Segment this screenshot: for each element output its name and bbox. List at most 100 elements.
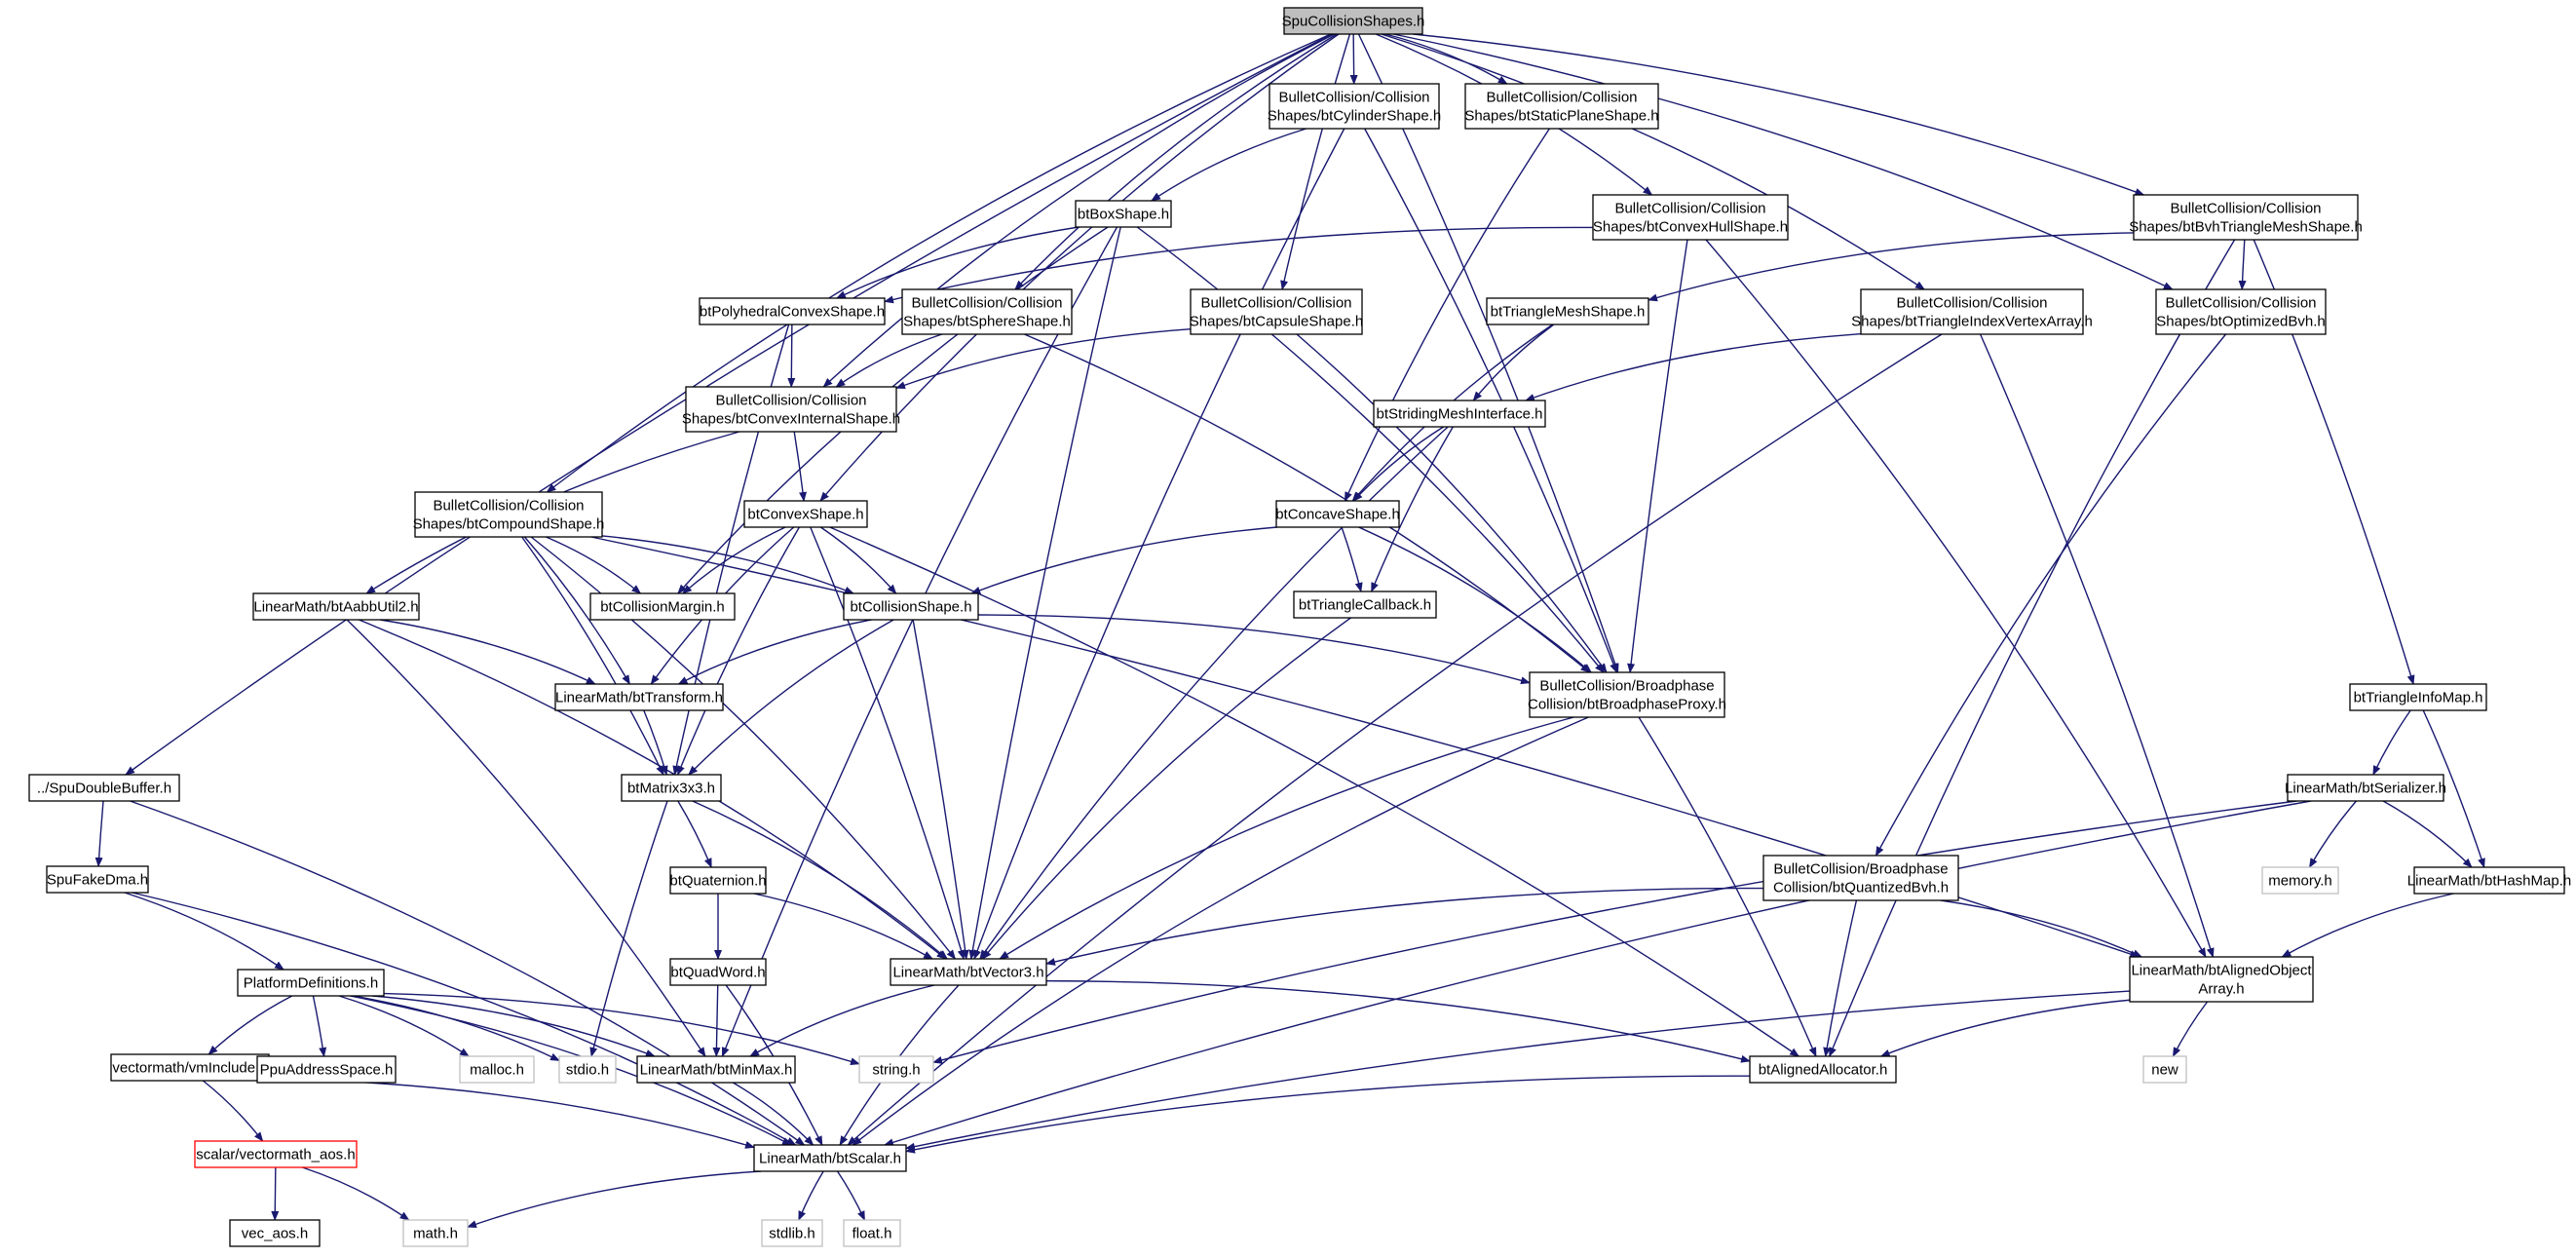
node-minmax[interactable]: LinearMath/btMinMax.h bbox=[636, 1055, 796, 1084]
edge-aabbutil-to-transform bbox=[380, 619, 596, 685]
node-box-quaternion bbox=[669, 866, 767, 895]
node-polyhedral[interactable]: btPolyhedralConvexShape.h bbox=[699, 297, 886, 325]
node-memory[interactable]: memory.h bbox=[2261, 866, 2339, 895]
edge-vector3-to-alignedalloc bbox=[1045, 979, 1751, 1063]
node-stdlib[interactable]: stdlib.h bbox=[761, 1219, 823, 1247]
node-label-vec_aos-0: vec_aos.h bbox=[242, 1226, 308, 1242]
node-concave[interactable]: btConcaveShape.h bbox=[1275, 500, 1400, 528]
node-spudb[interactable]: ../SpuDoubleBuffer.h bbox=[28, 774, 180, 802]
node-label-minmax-0: LinearMath/btMinMax.h bbox=[640, 1062, 793, 1079]
node-label-qbvh-0: BulletCollision/Broadphase bbox=[1773, 861, 1948, 878]
edge-polyhedral-to-matrix bbox=[672, 324, 790, 776]
node-platform[interactable]: PlatformDefinitions.h bbox=[237, 969, 385, 997]
node-float[interactable]: float.h bbox=[843, 1219, 901, 1247]
node-box-box bbox=[1075, 200, 1172, 228]
edge-capsule-to-bproxy bbox=[1296, 333, 1608, 673]
node-stdio[interactable]: stdio.h bbox=[558, 1055, 617, 1084]
node-label-sphere-1: Shapes/btSphereShape.h bbox=[903, 314, 1071, 330]
node-convexhull[interactable]: BulletCollision/CollisionShapes/btConvex… bbox=[1592, 194, 1789, 241]
node-staticplane[interactable]: BulletCollision/CollisionShapes/btStatic… bbox=[1464, 83, 1659, 130]
node-capsule[interactable]: BulletCollision/CollisionShapes/btCapsul… bbox=[1190, 288, 1363, 335]
node-label-alignedalloc-0: btAlignedAllocator.h bbox=[1759, 1062, 1888, 1079]
node-optbvh[interactable]: BulletCollision/CollisionShapes/btOptimi… bbox=[2155, 288, 2327, 335]
node-new[interactable]: new bbox=[2142, 1055, 2187, 1084]
node-trimesh[interactable]: btTriangleMeshShape.h bbox=[1486, 297, 1649, 325]
edge-root-to-trivertex bbox=[1381, 33, 1925, 290]
edge-trivertex-to-striding bbox=[1525, 332, 1862, 401]
edge-root-to-convexinternal bbox=[822, 33, 1335, 388]
node-spufakedma[interactable]: SpuFakeDma.h bbox=[46, 865, 149, 894]
edge-cylinder-to-vector3 bbox=[973, 128, 1345, 960]
node-aabbutil[interactable]: LinearMath/btAabbUtil2.h bbox=[252, 592, 420, 621]
edge-aabbutil-to-minmax bbox=[346, 619, 706, 1057]
node-ppuaddr[interactable]: PpuAddressSpace.h bbox=[256, 1055, 397, 1084]
node-tricallback[interactable]: btTriangleCallback.h bbox=[1293, 591, 1437, 619]
node-sphere[interactable]: BulletCollision/CollisionShapes/btSphere… bbox=[901, 288, 1073, 335]
edge-platform-to-stdio bbox=[352, 995, 560, 1062]
node-label-convexhull-1: Shapes/btConvexHullShape.h bbox=[1593, 219, 1788, 236]
edge-bproxy-to-alignedalloc bbox=[1638, 716, 1817, 1057]
edge-bvhtri-to-trimesh bbox=[1648, 232, 2135, 302]
node-label-new-0: new bbox=[2151, 1062, 2178, 1079]
node-label-ppuaddr-0: PpuAddressSpace.h bbox=[260, 1062, 394, 1079]
node-box-compound bbox=[414, 491, 603, 538]
node-label-box-0: btBoxShape.h bbox=[1078, 207, 1169, 223]
edge-matrix-to-quaternion bbox=[677, 800, 712, 868]
edge-convexhull-to-polyhedral bbox=[884, 226, 1594, 304]
node-quadword[interactable]: btQuadWord.h bbox=[669, 958, 767, 986]
node-vec_aos[interactable]: vec_aos.h bbox=[229, 1219, 321, 1247]
node-matrix[interactable]: btMatrix3x3.h bbox=[621, 774, 722, 802]
edge-spufakedma-to-platform bbox=[124, 892, 284, 971]
edge-platform-to-malloc bbox=[338, 995, 470, 1057]
node-box-polyhedral bbox=[699, 297, 886, 325]
node-label-serializer-0: LinearMath/btSerializer.h bbox=[2285, 781, 2446, 797]
node-serializer[interactable]: LinearMath/btSerializer.h bbox=[2285, 774, 2446, 802]
node-vmath[interactable]: vectormath/vmInclude.h bbox=[110, 1053, 270, 1082]
node-alignedalloc[interactable]: btAlignedAllocator.h bbox=[1749, 1055, 1897, 1084]
edge-convex-to-collshape bbox=[819, 526, 897, 594]
edge-matrix-to-vector3 bbox=[692, 800, 948, 960]
node-convex[interactable]: btConvexShape.h bbox=[743, 500, 868, 528]
node-striding[interactable]: btStridingMeshInterface.h bbox=[1373, 400, 1546, 428]
node-label-bvhtri-1: Shapes/btBvhTriangleMeshShape.h bbox=[2129, 219, 2363, 236]
node-convexinternal[interactable]: BulletCollision/CollisionShapes/btConvex… bbox=[682, 386, 900, 433]
node-compound[interactable]: BulletCollision/CollisionShapes/btCompou… bbox=[413, 491, 605, 538]
edge-root-to-convex bbox=[819, 33, 1340, 502]
edge-cylinder-to-box bbox=[1151, 128, 1307, 202]
node-box-spufakedma bbox=[46, 865, 149, 894]
node-label-trivertex-1: Shapes/btTriangleIndexVertexArray.h bbox=[1851, 314, 2093, 330]
node-box-trivertex bbox=[1860, 288, 2084, 335]
node-cylinder[interactable]: BulletCollision/CollisionShapes/btCylind… bbox=[1268, 83, 1441, 130]
node-bvhtri[interactable]: BulletCollision/CollisionShapes/btBvhTri… bbox=[2129, 194, 2363, 241]
node-label-hashmap-0: LinearMath/btHashMap.h bbox=[2407, 873, 2571, 890]
node-hashmap[interactable]: LinearMath/btHashMap.h bbox=[2407, 866, 2571, 895]
edge-root-to-optbvh bbox=[1393, 33, 2174, 290]
node-math[interactable]: math.h bbox=[402, 1219, 469, 1247]
node-box-collshape bbox=[843, 592, 979, 621]
edge-striding-to-vector3 bbox=[979, 426, 1449, 960]
node-margin[interactable]: btCollisionMargin.h bbox=[589, 592, 736, 621]
node-root[interactable]: SpuCollisionShapes.h bbox=[1282, 7, 1425, 35]
node-quaternion[interactable]: btQuaternion.h bbox=[669, 866, 767, 895]
node-box-convexhull bbox=[1592, 194, 1789, 241]
node-string[interactable]: string.h bbox=[858, 1055, 934, 1084]
node-collshape[interactable]: btCollisionShape.h bbox=[843, 592, 979, 621]
node-qbvh[interactable]: BulletCollision/BroadphaseCollision/btQu… bbox=[1762, 855, 1959, 901]
node-box-tricallback bbox=[1293, 591, 1437, 619]
node-box-minmax bbox=[636, 1055, 796, 1084]
node-transform[interactable]: LinearMath/btTransform.h bbox=[554, 683, 724, 711]
edge-bproxy-to-vector3 bbox=[999, 716, 1574, 960]
edge-vecaos-to-math bbox=[302, 1166, 410, 1221]
node-vecaos[interactable]: scalar/vectormath_aos.h bbox=[194, 1140, 358, 1168]
node-label-compound-0: BulletCollision/Collision bbox=[433, 498, 584, 515]
node-malloc[interactable]: malloc.h bbox=[459, 1055, 535, 1084]
node-bproxy[interactable]: BulletCollision/BroadphaseCollision/btBr… bbox=[1528, 671, 1726, 718]
node-box-serializer bbox=[2287, 774, 2444, 802]
node-vector3[interactable]: LinearMath/btVector3.h bbox=[890, 958, 1047, 986]
node-trivertex[interactable]: BulletCollision/CollisionShapes/btTriang… bbox=[1851, 288, 2093, 335]
node-box-transform bbox=[554, 683, 724, 711]
node-box[interactable]: btBoxShape.h bbox=[1075, 200, 1172, 228]
node-triinfomap[interactable]: btTriangleInfoMap.h bbox=[2349, 683, 2487, 711]
node-scalar[interactable]: LinearMath/btScalar.h bbox=[753, 1144, 907, 1172]
